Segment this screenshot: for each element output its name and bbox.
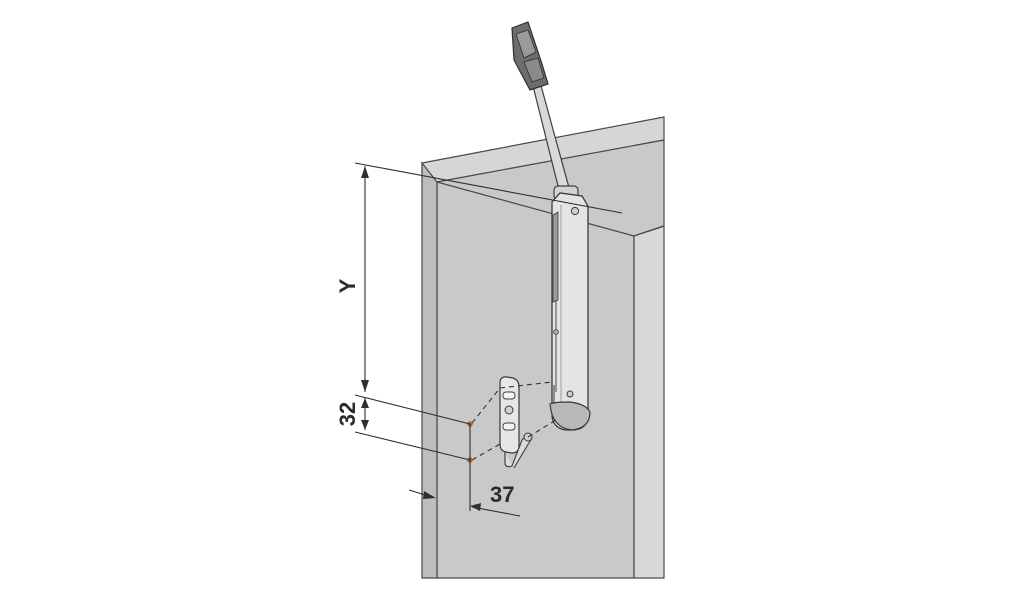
alignment-dashes	[471, 381, 557, 461]
dimension-y-label: Y	[335, 278, 360, 293]
cabinet-front-edge	[421, 161, 438, 579]
dimension-arrows	[361, 166, 481, 511]
mechanism-side-slot	[552, 211, 559, 303]
lift-mechanism-housing	[549, 192, 591, 431]
mechanism-end-cap	[549, 401, 591, 431]
bracket-screw	[504, 405, 514, 415]
cabinet-inner-face	[436, 139, 665, 579]
mechanism-lower-screw	[566, 390, 574, 398]
mechanism-mid-screw	[553, 329, 559, 335]
bracket-plate	[499, 376, 520, 454]
cabinet-panel	[421, 116, 665, 579]
mounting-bracket	[499, 376, 533, 469]
dimension-lines	[354, 162, 623, 517]
mechanism-top-screw	[570, 206, 580, 216]
cabinet-front-face	[633, 225, 665, 579]
arm-connector-clip	[511, 21, 549, 91]
dimension-37-label: 37	[490, 482, 514, 507]
dimension-32-label: 32	[335, 402, 360, 426]
